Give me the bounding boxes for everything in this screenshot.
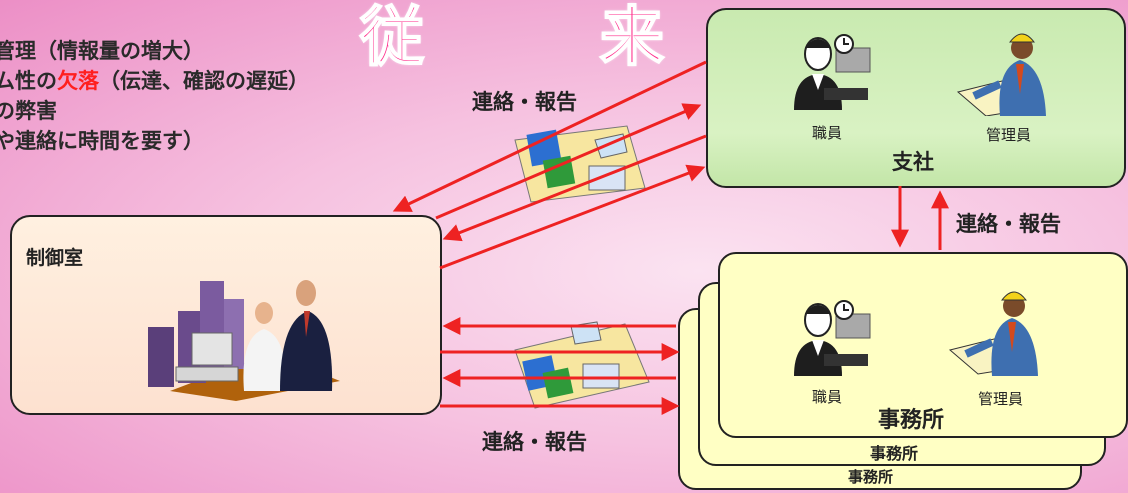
issue-2: ム性の欠落（伝達、確認の遅延）: [0, 66, 309, 96]
issue-2-suffix: （伝達、確認の遅延）: [99, 69, 309, 93]
documents-icon: [514, 321, 650, 409]
arrow-control-to-branch-2: [439, 164, 706, 270]
manager-icon: [956, 33, 1046, 116]
issue-3: の弊害: [0, 99, 57, 123]
page-title: 従 来: [359, 0, 720, 76]
office-3-name: 事務所: [848, 468, 894, 486]
manager-icon: [948, 291, 1038, 376]
documents-icon: [514, 125, 646, 203]
office-manager-label: 管理員: [978, 390, 1024, 408]
operator-at-computer-icon: [148, 280, 340, 401]
office-1-name: 事務所: [878, 408, 945, 433]
branch-office-box: 職員 管理員 支社: [706, 8, 1126, 188]
issue-2-highlight: 欠落: [57, 69, 99, 93]
arrow-branch-to-control-2: [442, 134, 707, 242]
issue-2-prefix: ム性の: [0, 69, 57, 93]
arrow-branch-to-control-1: [392, 60, 707, 212]
bottom-link-label: 連絡・報告: [482, 430, 587, 454]
top-link-label: 連絡・報告: [472, 90, 577, 114]
right-link-label: 連絡・報告: [956, 212, 1061, 236]
office-worker-icon: [794, 34, 871, 110]
branch-office-name: 支社: [892, 150, 934, 174]
control-room-box: 制御室: [10, 215, 442, 415]
branch-manager-label: 管理員: [986, 126, 1032, 144]
issues-list: 管理（情報量の増大） ム性の欠落（伝達、確認の遅延） の弊害 や連絡に時間を要す…: [0, 36, 309, 156]
issue-4: や連絡に時間を要す）: [0, 129, 204, 153]
office-box-1: 職員 管理員 事務所: [718, 252, 1128, 438]
issue-1: 管理（情報量の増大）: [0, 39, 204, 63]
office-staff-label: 職員: [812, 388, 843, 406]
arrow-control-to-branch-1: [435, 103, 702, 220]
office-worker-icon: [794, 300, 871, 376]
branch-staff-label: 職員: [812, 124, 843, 142]
control-room-name: 制御室: [26, 247, 84, 269]
office-2-name: 事務所: [870, 444, 919, 463]
